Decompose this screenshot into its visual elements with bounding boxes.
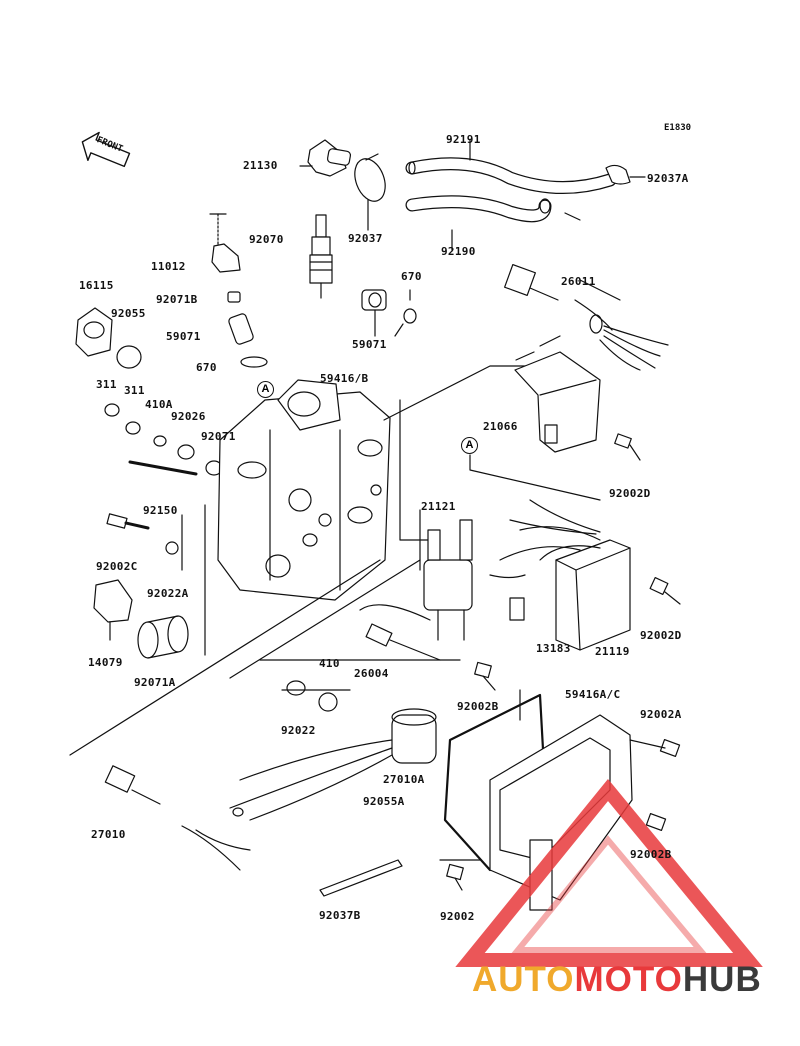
part-number-label: 92037B [319, 909, 361, 922]
pressure-switch [104, 765, 251, 871]
bolt-92002 [446, 863, 464, 881]
part-number-label: 92002D [640, 629, 682, 642]
nut-311-b [125, 421, 141, 435]
filler-cap [209, 213, 241, 273]
washer-410a [153, 435, 167, 447]
bolt-92002b [474, 661, 492, 679]
diagram-code: E1830 [664, 123, 692, 133]
part-number-label: 27010 [91, 828, 126, 841]
thermostat-cover [75, 307, 113, 357]
part-number-label: 92071B [156, 293, 198, 306]
part-number-label: 92071A [134, 676, 176, 689]
part-number-label: 92191 [446, 133, 481, 146]
part-number-label: 21119 [595, 645, 630, 658]
part-number-label: 670 [401, 270, 422, 283]
front-arrow-icon [81, 131, 131, 168]
part-number-label: 92026 [171, 410, 206, 423]
watermark-logo [455, 778, 763, 967]
part-number-label: 92055A [363, 795, 405, 808]
starter-relay [229, 708, 437, 821]
spark-plug [309, 214, 333, 299]
stud-bolt [128, 460, 198, 476]
electrical-cover [489, 714, 633, 911]
washer-92022 [286, 680, 306, 696]
rectifier [514, 335, 601, 453]
part-number-label: 92190 [441, 245, 476, 258]
bolt-92002d-top [614, 433, 632, 449]
cable-tie [319, 859, 403, 897]
part-number-label: 92037 [348, 232, 383, 245]
part-number-label: 26004 [354, 667, 389, 680]
hose-lower [405, 195, 552, 223]
part-number-label: 11012 [151, 260, 186, 273]
part-number-label: 410A [145, 398, 173, 411]
clip [605, 164, 646, 185]
part-number-label: 92022A [147, 587, 189, 600]
part-number-label: 27010A [383, 773, 425, 786]
bolt-92002d-right [649, 577, 669, 595]
bolt-92002a [659, 739, 681, 757]
part-number-label: 13183 [536, 642, 571, 655]
ref-marker-a: A [461, 437, 478, 454]
part-number-label: 311 [124, 384, 145, 397]
part-number-label: 16115 [79, 279, 114, 292]
part-number-label: 14079 [88, 656, 123, 669]
hose-clamp [354, 153, 386, 231]
hose-upper [405, 157, 617, 195]
part-number-label: 59071 [352, 338, 387, 351]
part-number-label: 92002B [630, 848, 672, 861]
o-ring [116, 345, 142, 369]
washer-92026 [177, 444, 195, 460]
part-number-label: 59416/B [320, 372, 369, 385]
fitting-59071-right [361, 289, 387, 337]
cdi-unit [489, 499, 631, 651]
part-number-label: 21066 [483, 420, 518, 433]
washer-410 [318, 692, 338, 712]
part-number-label: 92002C [96, 560, 138, 573]
part-number-label: 92002D [609, 487, 651, 500]
part-number-label: 21121 [421, 500, 456, 513]
part-number-label: 311 [96, 378, 117, 391]
part-number-label: 92002 [440, 910, 475, 923]
part-number-label: 92022 [281, 724, 316, 737]
watermark-text: AUTOMOTOHUB [472, 960, 762, 999]
bolt-92002c [106, 513, 128, 529]
pressure-sensor [93, 579, 133, 641]
bolt-92002b-lower [645, 813, 667, 831]
part-number-label: 92002A [640, 708, 682, 721]
ref-marker-a: A [257, 381, 274, 398]
spark-plug-cap [299, 139, 352, 177]
part-number-label: 92055 [111, 307, 146, 320]
part-number-label: 92037A [647, 172, 689, 185]
o-ring-670 [240, 356, 268, 368]
sensor-harness [504, 264, 669, 371]
part-number-label: 92002B [457, 700, 499, 713]
part-number-label: 21130 [243, 159, 278, 172]
nut-311-a [104, 403, 120, 417]
part-number-label: 92150 [143, 504, 178, 517]
part-number-label: 92070 [249, 233, 284, 246]
part-number-label: 26011 [561, 275, 596, 288]
cylinder-head [217, 379, 391, 601]
ignition-coil [423, 519, 473, 641]
part-number-label: 410 [319, 657, 340, 670]
temperature-sensor [359, 604, 441, 661]
part-number-label: 670 [196, 361, 217, 374]
fitting-59071 [228, 313, 254, 345]
rubber-bushing [137, 615, 189, 659]
part-number-label: 59071 [166, 330, 201, 343]
part-number-label: 59416A/C [565, 688, 621, 701]
grommet-small [227, 291, 241, 303]
part-number-label: 92071 [201, 430, 236, 443]
